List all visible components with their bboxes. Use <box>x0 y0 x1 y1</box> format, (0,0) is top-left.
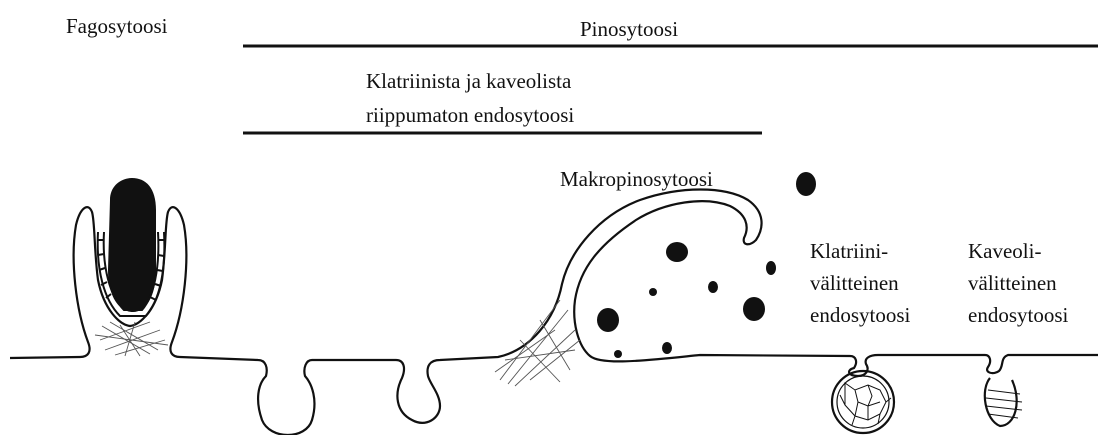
clathrin-endocytosis-label-line3: endosytoosi <box>810 302 910 328</box>
pinocytosis-label: Pinosytoosi <box>580 16 678 42</box>
caveolin-endocytosis-label-line1: Kaveoli- <box>968 238 1041 264</box>
macropinocytosis-cytoskeleton <box>495 300 580 386</box>
caveolae-vesicle <box>985 378 1022 426</box>
caveolin-endocytosis-label-line2: välitteinen <box>968 270 1057 296</box>
independent-endocytosis-label-line2: riippumaton endosytoosi <box>366 102 574 128</box>
clathrin-coated-vesicle <box>832 371 894 433</box>
plasma-membrane <box>10 190 1098 435</box>
phagocytosed-particle <box>108 178 156 312</box>
clathrin-endocytosis-label-line1: Klatriini- <box>810 238 888 264</box>
macropinocytosis-particles <box>597 172 816 358</box>
independent-endocytosis-label-line1: Klatriinista ja kaveolista <box>366 68 571 94</box>
phagocytosis-cytoskeleton <box>95 322 168 356</box>
clathrin-endocytosis-label-line2: välitteinen <box>810 270 899 296</box>
macropinocytosis-label: Makropinosytoosi <box>560 166 713 192</box>
caveolin-endocytosis-label-line3: endosytoosi <box>968 302 1068 328</box>
phagocytosis-label: Fagosytoosi <box>66 13 168 39</box>
